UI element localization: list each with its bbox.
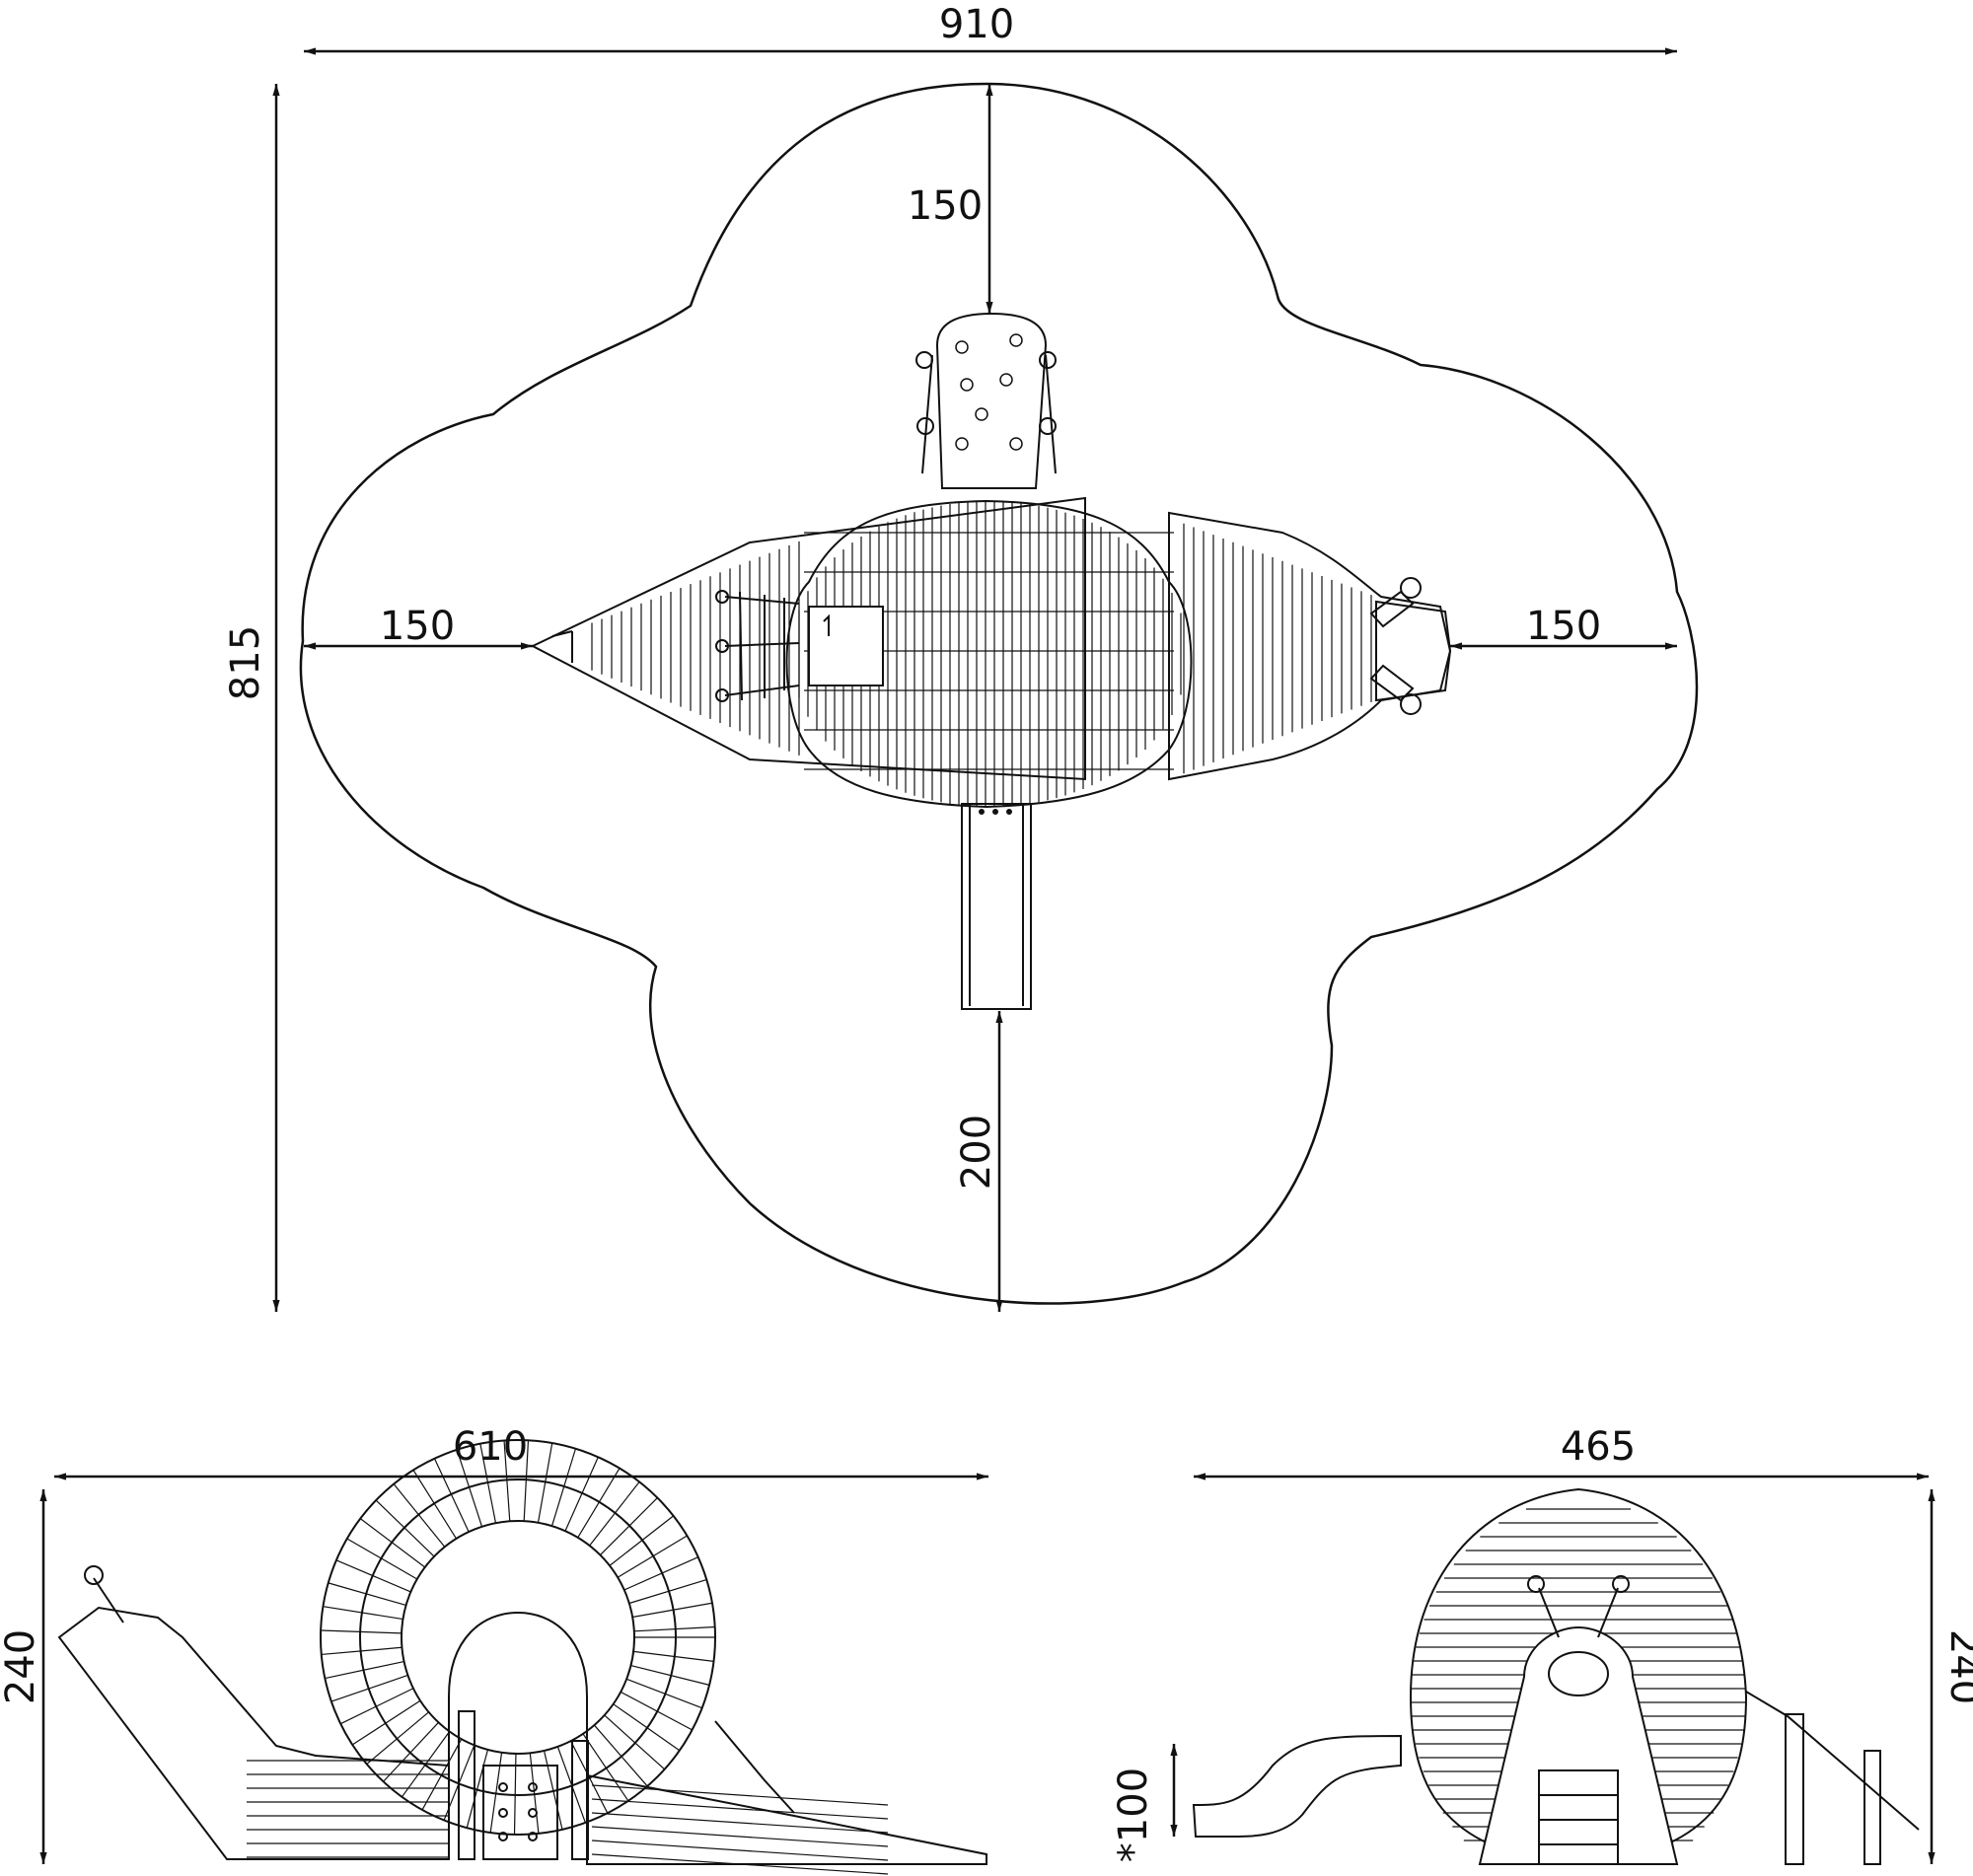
shell-spoke: [466, 1749, 489, 1829]
shell-spoke: [604, 1714, 666, 1770]
climbing-hold: [975, 407, 988, 421]
head: [1168, 511, 1452, 781]
shell-spoke: [613, 1703, 681, 1752]
dim-side-width-label: 610: [453, 1424, 528, 1470]
dim-clearance-left-label: 150: [380, 604, 455, 649]
shell-spoke: [633, 1650, 714, 1662]
shell-spoke: [375, 1499, 435, 1557]
front-slide: [1192, 1734, 1402, 1838]
shell-spoke: [366, 1711, 429, 1766]
climbing-hold: [999, 373, 1013, 387]
shell-spoke: [339, 1688, 414, 1725]
side-body-slat: [591, 1826, 889, 1847]
dim-front-width-label: 465: [1561, 1424, 1636, 1470]
shell-spoke: [330, 1674, 408, 1702]
shell-spoke: [628, 1578, 707, 1605]
side-shell: [320, 1439, 716, 1859]
shell-spoke: [393, 1483, 446, 1548]
shell-spoke: [630, 1664, 710, 1686]
side-body: [57, 1565, 987, 1875]
slide: [961, 803, 1032, 1010]
shell-spoke: [633, 1625, 715, 1632]
dim-width-label: 910: [939, 2, 1014, 47]
shell-spoke: [383, 1721, 439, 1782]
dim-height-label: 815: [223, 625, 268, 700]
shell-spoke: [589, 1481, 640, 1547]
shell-spoke: [632, 1602, 713, 1619]
front-head: [1478, 1575, 1679, 1865]
side-body-slat: [591, 1784, 889, 1806]
shell-spoke: [543, 1750, 563, 1831]
climbing-hold: [1009, 437, 1023, 451]
side-rope: [714, 1720, 795, 1814]
shell-spoke: [346, 1538, 418, 1580]
front-view: 465 240 *100: [1111, 1424, 1973, 1866]
safety-zone-outline: [299, 82, 1699, 1305]
shell-spoke: [503, 1440, 511, 1522]
antenna-top: [1369, 577, 1422, 628]
shell-spoke: [537, 1442, 553, 1523]
side-body-slat: [591, 1812, 889, 1834]
shell-spoke: [609, 1515, 674, 1566]
shell-spoke: [550, 1448, 577, 1527]
side-view: 610 240: [0, 1424, 988, 1875]
dim-clearance-bottom-label: 200: [954, 1115, 999, 1190]
tail-cone: [530, 496, 1086, 781]
shell-spoke: [593, 1724, 648, 1787]
climbing-hold: [960, 378, 974, 392]
shell-spoke: [582, 1733, 629, 1802]
shell-spoke: [321, 1629, 402, 1634]
shell-spoke: [351, 1699, 421, 1746]
antenna-bottom: [1369, 664, 1422, 715]
shell-spoke: [359, 1518, 426, 1568]
side-body-slat: [591, 1798, 889, 1820]
shell-spoke: [433, 1458, 470, 1533]
shell-spoke: [412, 1470, 457, 1540]
climbing-hold: [955, 437, 969, 451]
shell-spoke: [335, 1559, 411, 1593]
dim-side-height-label: 240: [0, 1629, 43, 1704]
rope-ladder: [715, 590, 800, 702]
dim-clearance-right-label: 150: [1526, 604, 1601, 649]
main-body: [785, 499, 1193, 809]
shell-spoke: [577, 1468, 621, 1539]
shell-spoke: [623, 1556, 698, 1591]
climbing-wall: [915, 312, 1057, 489]
shell-spoke: [325, 1660, 404, 1680]
dim-clearance-top-label: 150: [908, 183, 983, 229]
dim-front-platform-label: *100: [1111, 1768, 1156, 1862]
shell-spoke: [479, 1443, 497, 1524]
shell-spoke: [625, 1678, 702, 1709]
climbing-hold: [1009, 333, 1023, 347]
shell-spoke: [321, 1646, 402, 1656]
shell-spoke: [620, 1691, 693, 1731]
shell-spoke: [323, 1606, 403, 1621]
side-body-slat: [591, 1840, 889, 1861]
shell-spoke: [617, 1535, 688, 1578]
side-body-slat: [591, 1853, 889, 1875]
top-view: 910 815 150 150 150 200: [223, 2, 1699, 1312]
shell-spoke: [328, 1582, 406, 1607]
shell-spoke: [456, 1449, 483, 1527]
front-post: [1745, 1691, 1920, 1865]
shell-spoke: [600, 1497, 658, 1555]
shell-spoke: [523, 1440, 530, 1522]
climbing-hold: [955, 340, 969, 354]
shell-spoke: [564, 1457, 599, 1532]
dim-front-height-label: 240: [1941, 1629, 1973, 1704]
side-climb-panel: [458, 1710, 589, 1860]
shell-spoke: [513, 1753, 517, 1835]
shell-spoke: [570, 1740, 609, 1814]
